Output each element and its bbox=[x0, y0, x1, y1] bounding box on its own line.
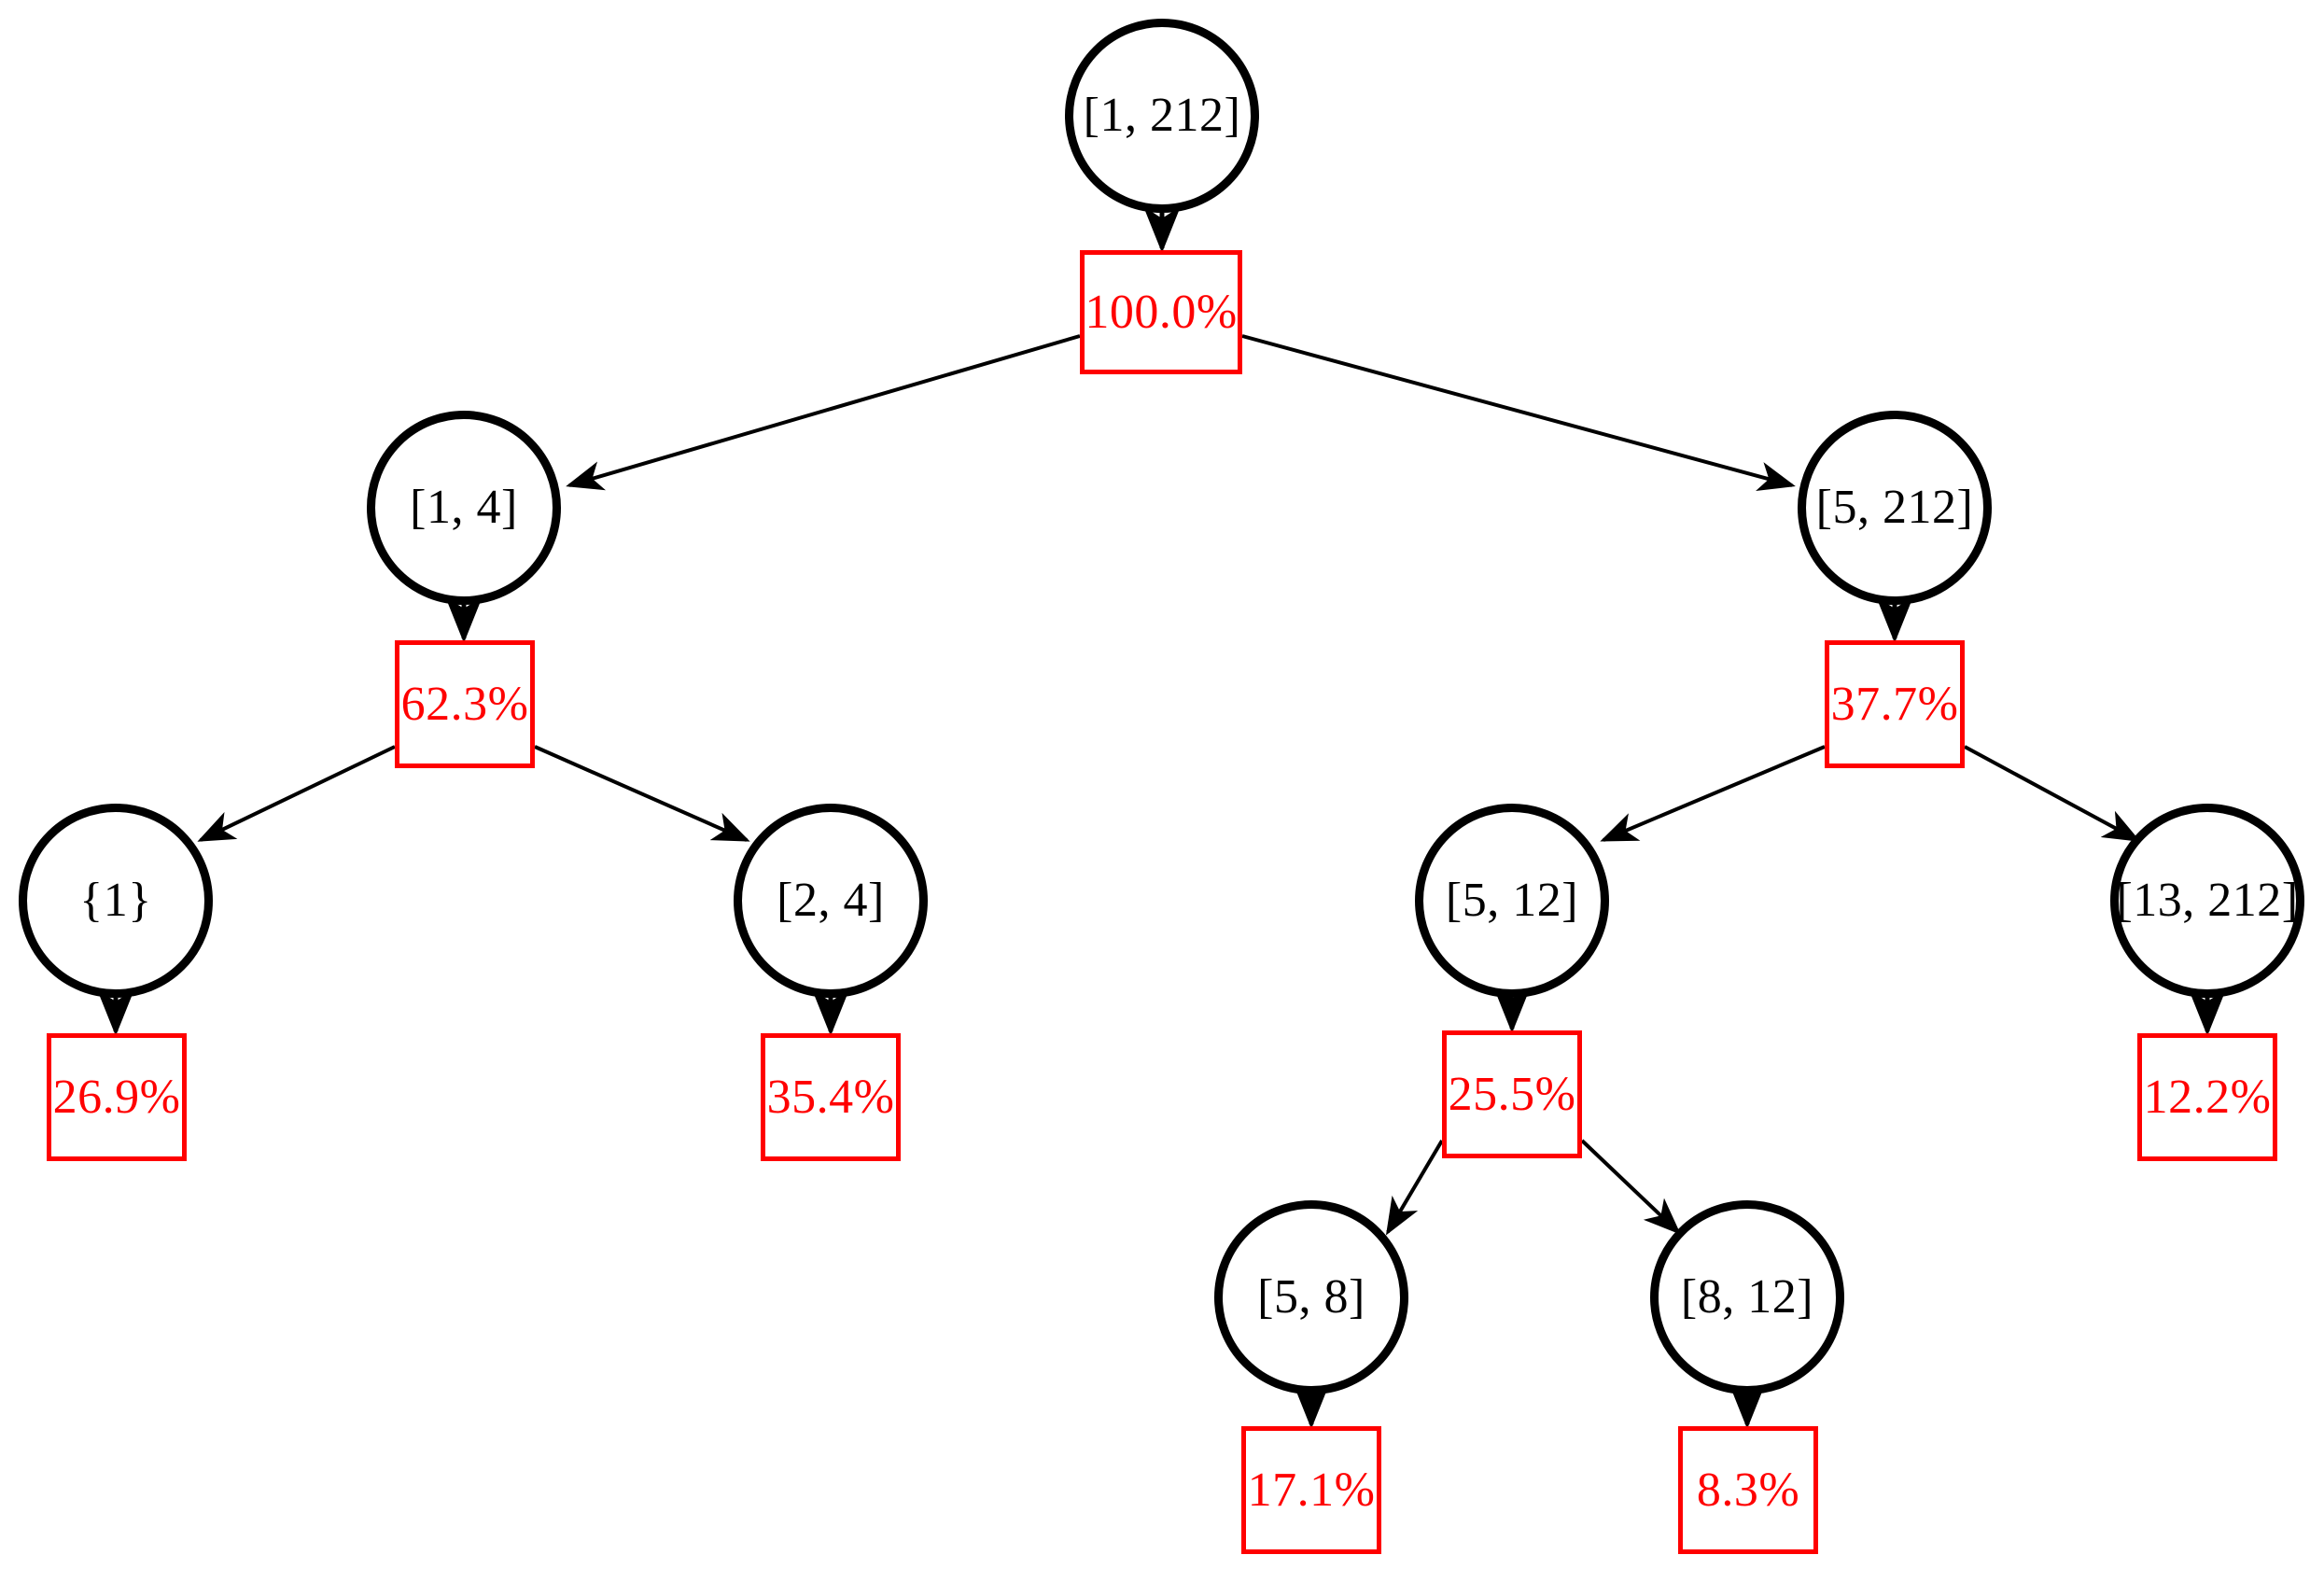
tree-node-n8[interactable]: [8, 12] bbox=[1650, 1200, 1844, 1394]
tree-node-label: [1, 212] bbox=[1083, 89, 1241, 142]
tree-node-n5[interactable]: [5, 12] bbox=[1415, 804, 1609, 998]
percent-box-p1[interactable]: 62.3% bbox=[395, 640, 535, 768]
tree-node-n4[interactable]: [2, 4] bbox=[734, 804, 928, 998]
tree-node-n6[interactable]: [13, 212] bbox=[2110, 804, 2304, 998]
tree-node-label: {1} bbox=[79, 874, 152, 927]
tree-node-label: [1, 4] bbox=[410, 481, 518, 534]
percent-box-label: 35.4% bbox=[766, 1070, 895, 1124]
tree-node-n7[interactable]: [5, 8] bbox=[1214, 1200, 1408, 1394]
percent-box-p6[interactable]: 12.2% bbox=[2137, 1033, 2277, 1161]
percent-box-label: 25.5% bbox=[1448, 1067, 1576, 1121]
edge-p1-to-n4 bbox=[534, 745, 750, 842]
tree-node-label: [5, 212] bbox=[1815, 481, 1974, 534]
percent-box-label: 8.3% bbox=[1696, 1463, 1800, 1517]
edge-p2-to-n6 bbox=[1964, 745, 2141, 842]
edge-p0-to-n2 bbox=[1241, 334, 1796, 492]
tree-node-n0[interactable]: [1, 212] bbox=[1065, 19, 1259, 213]
percent-box-p0[interactable]: 100.0% bbox=[1080, 250, 1242, 374]
percent-box-p4[interactable]: 35.4% bbox=[761, 1033, 901, 1161]
edge-p2-to-n5 bbox=[1600, 745, 1826, 842]
percent-box-p2[interactable]: 37.7% bbox=[1825, 640, 1965, 768]
percent-box-label: 17.1% bbox=[1247, 1463, 1376, 1517]
tree-node-label: [8, 12] bbox=[1680, 1270, 1814, 1324]
percent-box-p5[interactable]: 25.5% bbox=[1442, 1030, 1582, 1158]
tree-node-label: [5, 12] bbox=[1445, 874, 1579, 927]
edge-p1-to-n3 bbox=[197, 745, 396, 842]
edges-group bbox=[97, 206, 2226, 1429]
percent-box-p3[interactable]: 26.9% bbox=[47, 1033, 187, 1161]
percent-box-label: 26.9% bbox=[52, 1070, 181, 1124]
percent-box-p8[interactable]: 8.3% bbox=[1678, 1426, 1818, 1554]
percent-box-label: 62.3% bbox=[400, 677, 529, 731]
tree-node-label: [5, 8] bbox=[1257, 1270, 1365, 1324]
edge-p5-to-n7 bbox=[1385, 1139, 1444, 1236]
tree-node-n2[interactable]: [5, 212] bbox=[1798, 411, 1992, 605]
edge-p5-to-n8 bbox=[1580, 1139, 1681, 1235]
percent-box-label: 100.0% bbox=[1085, 285, 1238, 339]
tree-node-label: [2, 4] bbox=[777, 874, 885, 927]
tree-node-label: [13, 212] bbox=[2116, 874, 2299, 927]
percent-box-label: 37.7% bbox=[1830, 677, 1959, 731]
tree-node-n3[interactable]: {1} bbox=[19, 804, 213, 998]
tree-node-n1[interactable]: [1, 4] bbox=[367, 411, 561, 605]
percent-box-label: 12.2% bbox=[2143, 1070, 2272, 1124]
percent-box-p7[interactable]: 17.1% bbox=[1241, 1426, 1381, 1554]
edge-p0-to-n1 bbox=[566, 334, 1081, 491]
